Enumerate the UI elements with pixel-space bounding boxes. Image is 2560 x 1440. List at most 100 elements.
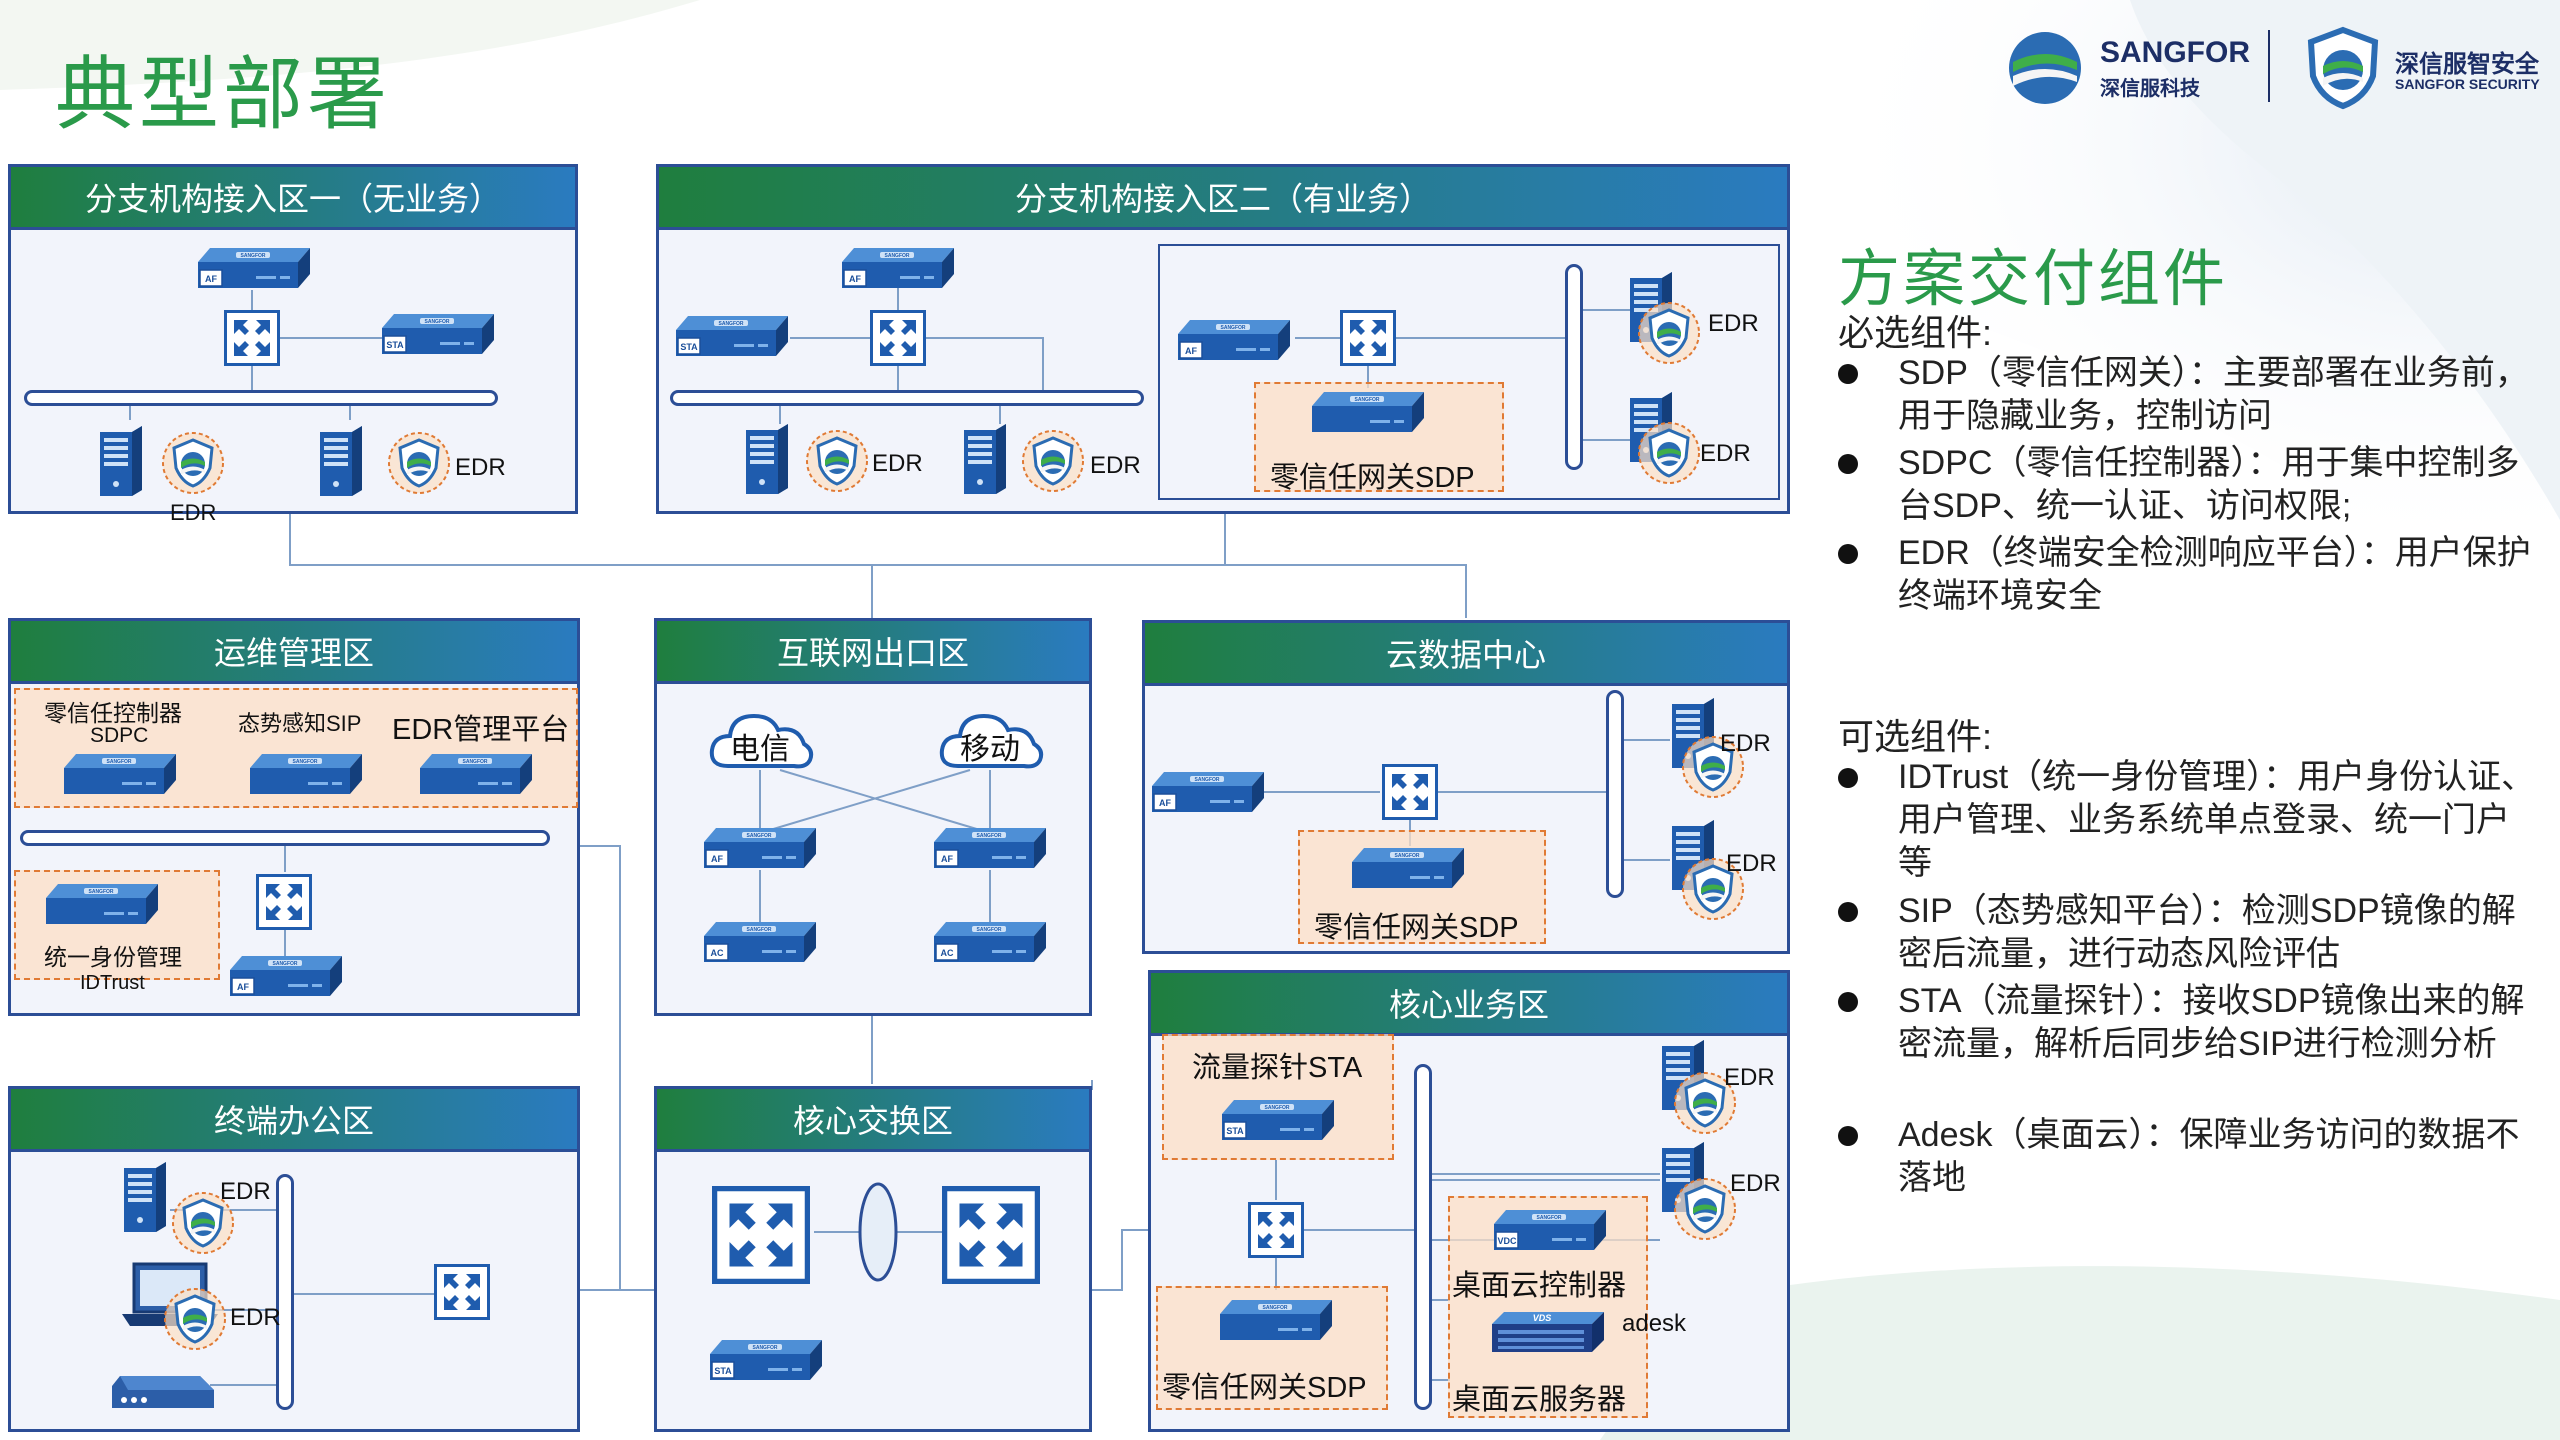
required-item-text: SDPC（零信任控制器）：用于集中控制多台SDP、统一认证、访问权限; <box>1898 444 2520 525</box>
edr-mgmt-device: SANGFOR <box>418 752 534 796</box>
af-firewall-device: SANGFOR AF <box>1176 318 1292 362</box>
edr-label: EDR <box>1700 440 1751 467</box>
optional-heading: 可选组件: <box>1838 716 1993 757</box>
svg-text:STA: STA <box>680 342 698 352</box>
mobile-cloud-icon <box>936 704 1046 776</box>
required-item-text: EDR（终端安全检测响应平台）：用户保护终端环境安全 <box>1898 534 2531 615</box>
core-switch-icon <box>942 1186 1040 1284</box>
bullet-dot <box>1838 544 1858 564</box>
vdc-label: 桌面云控制器 <box>1452 1270 1627 1302</box>
sdpc-sub-label: SDPC <box>90 724 149 747</box>
edr-label: EDR <box>1720 730 1771 757</box>
sangfor-sub-text: 深信服科技 <box>2100 78 2200 100</box>
svg-text:SANGFOR: SANGFOR <box>273 961 298 967</box>
logo-divider <box>2268 30 2270 102</box>
sta-probe-device: SANGFOR STA <box>1220 1098 1336 1142</box>
branch2-segment-bar <box>670 390 1144 406</box>
switch-icon <box>256 874 312 930</box>
pc-tower-icon <box>960 424 1010 496</box>
svg-text:STA: STA <box>714 1366 732 1376</box>
sip-platform-device: SANGFOR <box>248 752 364 796</box>
security-sub-text: SANGFOR SECURITY <box>2395 76 2540 92</box>
edr-shield-icon <box>1672 1070 1738 1136</box>
page-title: 典型部署 <box>55 52 391 140</box>
vds-label: 桌面云服务器 <box>1452 1384 1627 1416</box>
sdp-gateway-label: 零信任网关SDP <box>1270 462 1475 494</box>
sdpc-controller-device: SANGFOR <box>62 752 178 796</box>
edr-shield-icon <box>1680 856 1746 922</box>
idtrust-device: SANGFOR <box>44 882 160 926</box>
switch-icon <box>1340 310 1396 366</box>
sangfor-security-logo: 深信服智安全 SANGFOR SECURITY <box>2305 26 2550 110</box>
svg-text:AF: AF <box>205 274 217 284</box>
svg-text:SANGFOR: SANGFOR <box>1395 853 1420 859</box>
sip-label: 态势感知SIP <box>238 711 362 736</box>
edr-label: EDR <box>1724 1064 1775 1091</box>
edr-shield-icon <box>1672 1176 1738 1242</box>
ac-device: SANGFOR AC <box>702 920 818 964</box>
core-switch-icon <box>712 1186 810 1284</box>
switch-icon <box>434 1264 490 1320</box>
edr-shield-icon <box>1680 734 1746 800</box>
svg-text:VDS: VDS <box>1533 1313 1552 1323</box>
af-firewall-device: SANGFOR AF <box>932 826 1048 870</box>
zone-core-biz-title: 核心业务区 <box>1151 973 1787 1036</box>
branch1-segment-bar <box>24 390 498 406</box>
svg-text:SANGFOR: SANGFOR <box>753 1345 778 1351</box>
zone-branch-1-title: 分支机构接入区一（无业务） <box>11 167 575 230</box>
optional-item-text: IDTrust（统一身份管理）：用户身份认证、用户管理、业务系统单点登录、统一门… <box>1898 758 2536 882</box>
bullet-dot <box>1838 768 1858 788</box>
zone-ops-title: 运维管理区 <box>11 621 577 684</box>
idtrust-label: 统一身份管理 <box>44 944 182 970</box>
af-firewall-device: SANGFOR AF <box>228 954 344 998</box>
idtrust-sub-label: IDTrust <box>80 972 145 994</box>
svg-text:SANGFOR: SANGFOR <box>1195 777 1220 783</box>
sangfor-logo-mark-icon <box>2009 32 2081 104</box>
security-brand-text: 深信服智安全 <box>2395 51 2539 78</box>
ac-device: SANGFOR AC <box>932 920 1048 964</box>
sdp-gateway-label: 零信任网关SDP <box>1314 912 1519 944</box>
pc-tower-icon <box>742 424 792 496</box>
zone-office: 终端办公区 <box>8 1086 580 1432</box>
vdc-controller-device: SANGFOR VDC <box>1492 1208 1608 1252</box>
edr-mgmt-label: EDR管理平台 <box>392 714 570 746</box>
svg-text:SANGFOR: SANGFOR <box>747 927 772 933</box>
sdp-gateway-device: SANGFOR <box>1218 1298 1334 1342</box>
vds-server-device: VDS <box>1490 1310 1606 1354</box>
bullet-dot <box>1838 1126 1858 1146</box>
sdp-gateway-device: SANGFOR <box>1310 390 1426 434</box>
edr-label: EDR <box>220 1178 271 1205</box>
pc-tower-icon <box>96 426 146 498</box>
bullet-dot <box>1838 364 1858 384</box>
sangfor-logo: SANGFOR 深信服科技 <box>2005 28 2250 108</box>
required-item: SDP（零信任网关）：主要部署在业务前，用于隐藏业务，控制访问 <box>1838 352 2538 438</box>
edr-label: EDR <box>170 500 217 525</box>
svg-text:AC: AC <box>941 948 954 958</box>
svg-text:AF: AF <box>711 854 723 864</box>
zone-branch-2-title: 分支机构接入区二（有业务） <box>659 167 1787 230</box>
optional-item: STA（流量探针）：接收SDP镜像出来的解密流量，解析后同步给SIP进行检测分析 <box>1838 980 2538 1066</box>
svg-text:AF: AF <box>849 274 861 284</box>
zone-core-switch-title: 核心交换区 <box>657 1089 1089 1152</box>
af-firewall-device: SANGFOR AF <box>196 246 312 290</box>
sdp-gateway-device: SANGFOR <box>1350 846 1466 890</box>
isp-telecom-label: 电信 <box>730 733 790 766</box>
zone-cloud-dc-title: 云数据中心 <box>1145 623 1787 686</box>
optional-item-text: STA（流量探针）：接收SDP镜像出来的解密流量，解析后同步给SIP进行检测分析 <box>1898 982 2525 1063</box>
telecom-cloud-icon <box>706 704 816 776</box>
edr-label: EDR <box>872 450 923 477</box>
svg-text:SANGFOR: SANGFOR <box>719 321 744 327</box>
edr-shield-icon <box>804 428 870 494</box>
svg-text:AF: AF <box>1185 346 1197 356</box>
bullet-dot <box>1838 454 1858 474</box>
edr-label: EDR <box>1730 1170 1781 1197</box>
required-item: SDPC（零信任控制器）：用于集中控制多台SDP、统一认证、访问权限; <box>1838 442 2538 528</box>
af-firewall-device: SANGFOR AF <box>1150 770 1266 814</box>
svg-text:AF: AF <box>1159 798 1171 808</box>
pc-tower-icon <box>316 426 366 498</box>
isp-mobile-label: 移动 <box>960 733 1020 766</box>
sta-probe-label: 流量探针STA <box>1192 1052 1363 1084</box>
zone-office-title: 终端办公区 <box>11 1089 577 1152</box>
sdp-gateway-label: 零信任网关SDP <box>1162 1372 1367 1404</box>
optional-item-text: Adesk（桌面云）：保障业务访问的数据不落地 <box>1898 1116 2520 1197</box>
